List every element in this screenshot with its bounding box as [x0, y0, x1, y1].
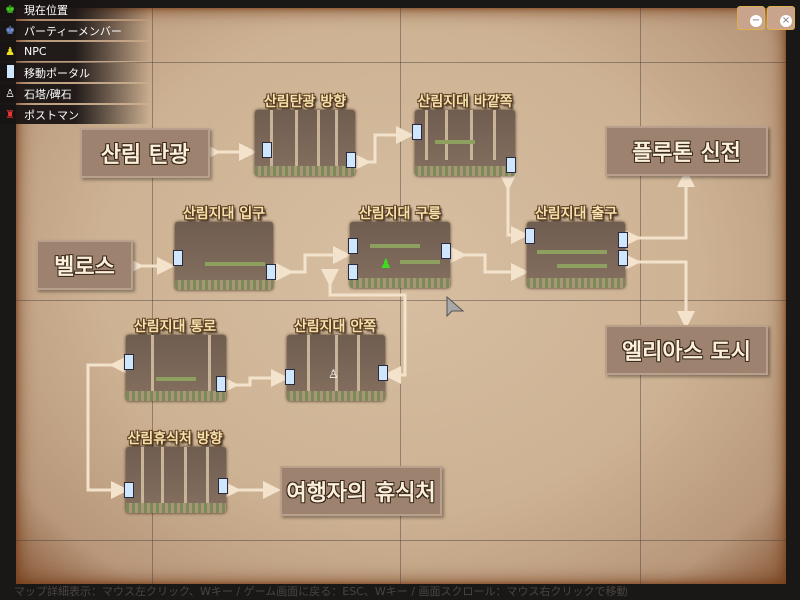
close-map-button[interactable]: ×	[767, 6, 795, 30]
map-label-exit: 산림지대 출구	[534, 206, 618, 222]
portal-icon[interactable]	[348, 238, 358, 254]
map-label-inner: 산림지대 안쪽	[293, 319, 377, 335]
party-member-icon: ♚	[5, 24, 15, 37]
stone-tower-icon: ♙	[5, 87, 15, 100]
legend-label: 移動ポータル	[24, 66, 90, 80]
portal-icon[interactable]	[348, 264, 358, 280]
map-label-outer: 산림지대 바깥쪽	[417, 94, 513, 110]
legend-label: NPC	[24, 45, 47, 58]
region-elias-city[interactable]: 엘리아스 도시	[605, 325, 768, 375]
map-label-passage: 산림지대 통로	[133, 319, 217, 335]
portal-icon[interactable]	[285, 369, 295, 385]
portal-icon[interactable]	[218, 478, 228, 494]
legend-item: ♚ パーティーメンバー	[0, 21, 150, 40]
portal-icon[interactable]	[266, 264, 276, 280]
controls-hint: マップ詳細表示：マウス左クリック、Wキー / ゲーム画面に戻る：ESC、Wキー …	[14, 585, 628, 598]
postman-icon: ♜	[5, 108, 15, 121]
minimize-map-button[interactable]: −	[737, 6, 765, 30]
portal-icon[interactable]	[262, 142, 272, 158]
current-position-icon: ♚	[5, 3, 15, 16]
portal-icon[interactable]	[618, 232, 628, 248]
legend-item: 移動ポータル	[0, 63, 150, 82]
map-hill[interactable]	[350, 222, 450, 288]
mouse-cursor-icon	[446, 296, 465, 318]
region-bellos[interactable]: 벨로스	[36, 240, 133, 290]
portal-icon[interactable]	[618, 250, 628, 266]
map-exit[interactable]	[527, 222, 625, 288]
minus-icon: −	[750, 15, 762, 27]
legend-label: ポストマン	[24, 108, 79, 122]
map-label-mine-direction: 산림탄광 방향	[263, 94, 347, 110]
region-pluton-temple[interactable]: 플루톤 신전	[605, 126, 768, 176]
legend-item: ♚ 現在位置	[0, 0, 150, 19]
legend: ♚ 現在位置 ♚ パーティーメンバー ♟ NPC 移動ポータル ♙ 石塔/碑石 ♜ ポスト…	[0, 0, 150, 126]
portal-icon[interactable]	[378, 365, 388, 381]
close-icon: ×	[780, 15, 792, 27]
legend-label: 現在位置	[24, 3, 68, 17]
portal-icon[interactable]	[412, 124, 422, 140]
region-mine[interactable]: 산림 탄광	[80, 128, 210, 178]
stone-tower-icon[interactable]: ♙	[328, 367, 339, 381]
portal-icon[interactable]	[124, 354, 134, 370]
map-label-hill: 산림지대 구릉	[358, 206, 442, 222]
portal-icon[interactable]	[216, 376, 226, 392]
grid-line	[152, 8, 153, 584]
portal-icon[interactable]	[525, 228, 535, 244]
portal-icon[interactable]	[124, 482, 134, 498]
map-outer[interactable]	[415, 110, 515, 176]
portal-icon[interactable]	[173, 250, 183, 266]
npc-icon: ♟	[5, 45, 15, 58]
map-inner[interactable]	[287, 335, 385, 401]
map-rest-direction[interactable]	[126, 447, 226, 513]
region-travelers-rest[interactable]: 여행자의 휴식처	[280, 466, 442, 516]
grid-line	[16, 62, 786, 63]
map-label-entrance: 산림지대 입구	[182, 206, 266, 222]
legend-item: ♟ NPC	[0, 42, 150, 61]
legend-label: パーティーメンバー	[24, 24, 122, 38]
legend-item: ♙ 石塔/碑石	[0, 84, 150, 103]
legend-label: 石塔/碑石	[24, 87, 72, 101]
portal-icon	[0, 64, 20, 81]
portal-icon[interactable]	[441, 243, 451, 259]
map-passage[interactable]	[126, 335, 226, 401]
grid-line	[16, 540, 786, 541]
current-position-icon: ♟	[380, 257, 392, 272]
map-label-rest-direction: 산림휴식처 방향	[127, 431, 223, 447]
grid-line	[16, 300, 786, 301]
legend-item: ♜ ポストマン	[0, 105, 150, 124]
portal-icon[interactable]	[506, 157, 516, 173]
map-entrance[interactable]	[175, 222, 273, 290]
portal-icon[interactable]	[346, 152, 356, 168]
